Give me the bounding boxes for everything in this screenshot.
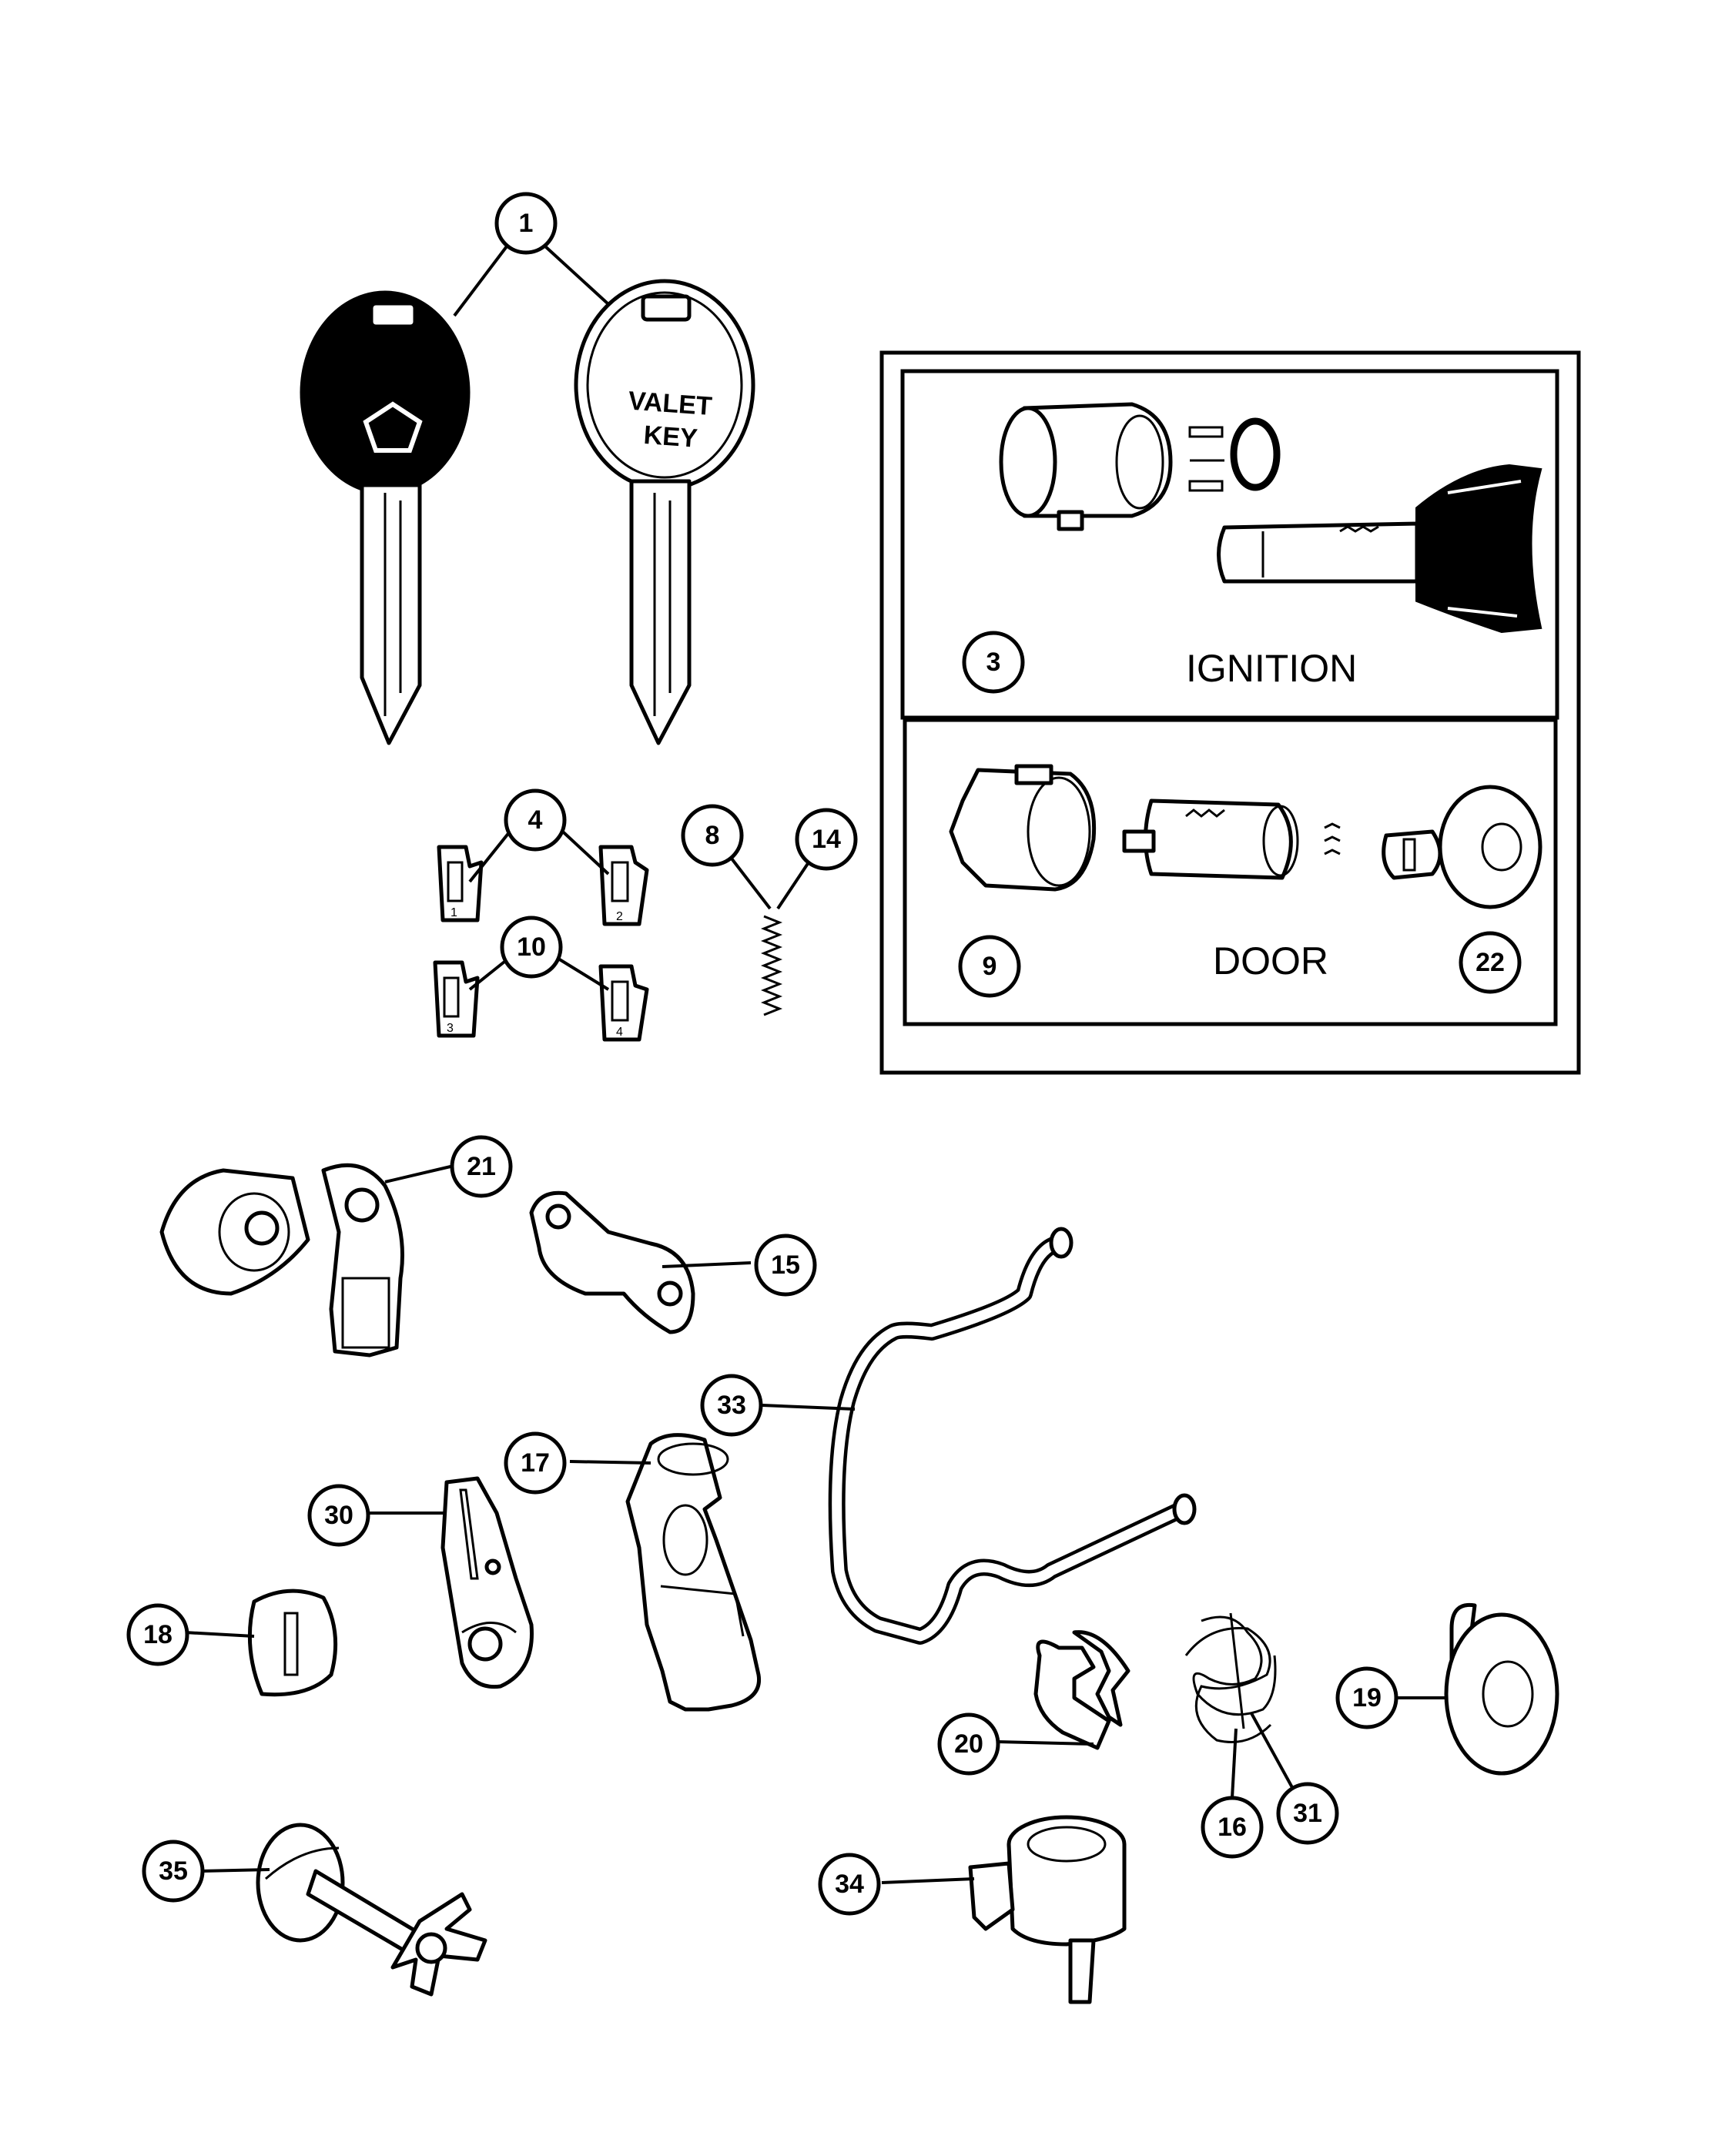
torsion-spring xyxy=(1184,1612,1277,1743)
retaining-clip xyxy=(1033,1630,1130,1750)
svg-text:22: 22 xyxy=(1475,948,1505,977)
svg-text:15: 15 xyxy=(771,1250,800,1280)
callout-15: 15 xyxy=(754,1234,817,1297)
ignition-retainer-top xyxy=(1188,426,1224,438)
master-key xyxy=(300,290,471,745)
door-lock-housing xyxy=(949,764,1097,892)
svg-text:1: 1 xyxy=(519,209,534,238)
svg-text:10: 10 xyxy=(517,932,546,962)
svg-text:14: 14 xyxy=(812,825,841,854)
svg-text:18: 18 xyxy=(143,1620,172,1649)
svg-text:33: 33 xyxy=(717,1391,746,1420)
tumbler-mark-2: 2 xyxy=(616,910,623,923)
tumbler-2: 2 xyxy=(598,845,649,926)
callout-20: 20 xyxy=(937,1712,1000,1776)
callout-14: 14 xyxy=(795,808,858,871)
callout-31: 31 xyxy=(1276,1782,1339,1845)
lock-lever-plate xyxy=(529,1190,695,1334)
door-lock-cylinder xyxy=(1122,798,1299,880)
door-bezel xyxy=(1438,785,1542,909)
callout-34: 34 xyxy=(818,1853,881,1916)
tumbler-3: 3 xyxy=(433,960,480,1038)
lock-bezel xyxy=(1444,1602,1559,1776)
svg-text:21: 21 xyxy=(467,1152,496,1181)
callout-10: 10 xyxy=(500,916,563,979)
valet-key-line1: VALET xyxy=(628,387,714,422)
svg-text:34: 34 xyxy=(835,1870,864,1899)
ignition-panel xyxy=(900,369,1559,720)
lock-housing xyxy=(968,1815,1127,2004)
callout-30: 30 xyxy=(307,1484,370,1547)
svg-text:4: 4 xyxy=(528,805,543,835)
callout-35: 35 xyxy=(142,1840,205,1903)
svg-text:3: 3 xyxy=(986,648,1001,677)
tumbler-mark-1: 1 xyxy=(451,906,457,919)
lock-shaft-assembly xyxy=(256,1823,487,1997)
svg-text:20: 20 xyxy=(954,1729,983,1759)
lock-set-box xyxy=(879,350,1581,1075)
valet-key-line2: KEY xyxy=(643,420,699,454)
lock-link xyxy=(625,1433,762,1712)
lock-cap xyxy=(247,1589,338,1697)
callout-18: 18 xyxy=(126,1603,189,1666)
door-label: DOOR xyxy=(1213,939,1328,983)
tumbler-1: 1 xyxy=(437,845,484,922)
svg-text:16: 16 xyxy=(1218,1813,1247,1842)
ignition-retainer-bottom xyxy=(1188,480,1224,492)
callout-21: 21 xyxy=(450,1135,513,1198)
tumbler-4: 4 xyxy=(598,964,649,1042)
ignition-housing xyxy=(999,402,1173,531)
pentastar-logo-icon xyxy=(363,401,423,453)
callout-8: 8 xyxy=(681,804,744,867)
svg-text:31: 31 xyxy=(1293,1799,1322,1828)
svg-text:9: 9 xyxy=(983,952,997,981)
callout-17: 17 xyxy=(504,1431,567,1495)
svg-text:19: 19 xyxy=(1352,1683,1382,1712)
svg-text:30: 30 xyxy=(324,1501,353,1530)
lock-lever-assembly xyxy=(159,1163,404,1358)
svg-text:35: 35 xyxy=(159,1856,188,1886)
door-spring xyxy=(1324,822,1341,855)
ignition-cylinder xyxy=(1217,464,1542,634)
door-panel xyxy=(903,718,1558,1026)
tumbler-mark-4: 4 xyxy=(616,1026,623,1039)
tumbler-mark-3: 3 xyxy=(447,1022,454,1035)
callout-33: 33 xyxy=(700,1374,763,1437)
callout-19: 19 xyxy=(1335,1666,1398,1729)
callout-22: 22 xyxy=(1459,931,1522,994)
ignition-label: IGNITION xyxy=(1186,647,1357,690)
valet-key: VALET KEY xyxy=(574,279,755,745)
callout-1: 1 xyxy=(494,192,558,255)
ignition-o-ring xyxy=(1230,417,1281,491)
tumbler-spring xyxy=(760,915,783,1016)
callout-4: 4 xyxy=(504,788,567,852)
callout-9: 9 xyxy=(958,935,1021,998)
svg-text:8: 8 xyxy=(705,821,720,850)
lock-cam-plate xyxy=(440,1476,534,1689)
callout-16: 16 xyxy=(1201,1796,1264,1859)
callout-3: 3 xyxy=(962,631,1025,694)
svg-text:17: 17 xyxy=(521,1448,550,1478)
door-cap xyxy=(1382,829,1442,880)
